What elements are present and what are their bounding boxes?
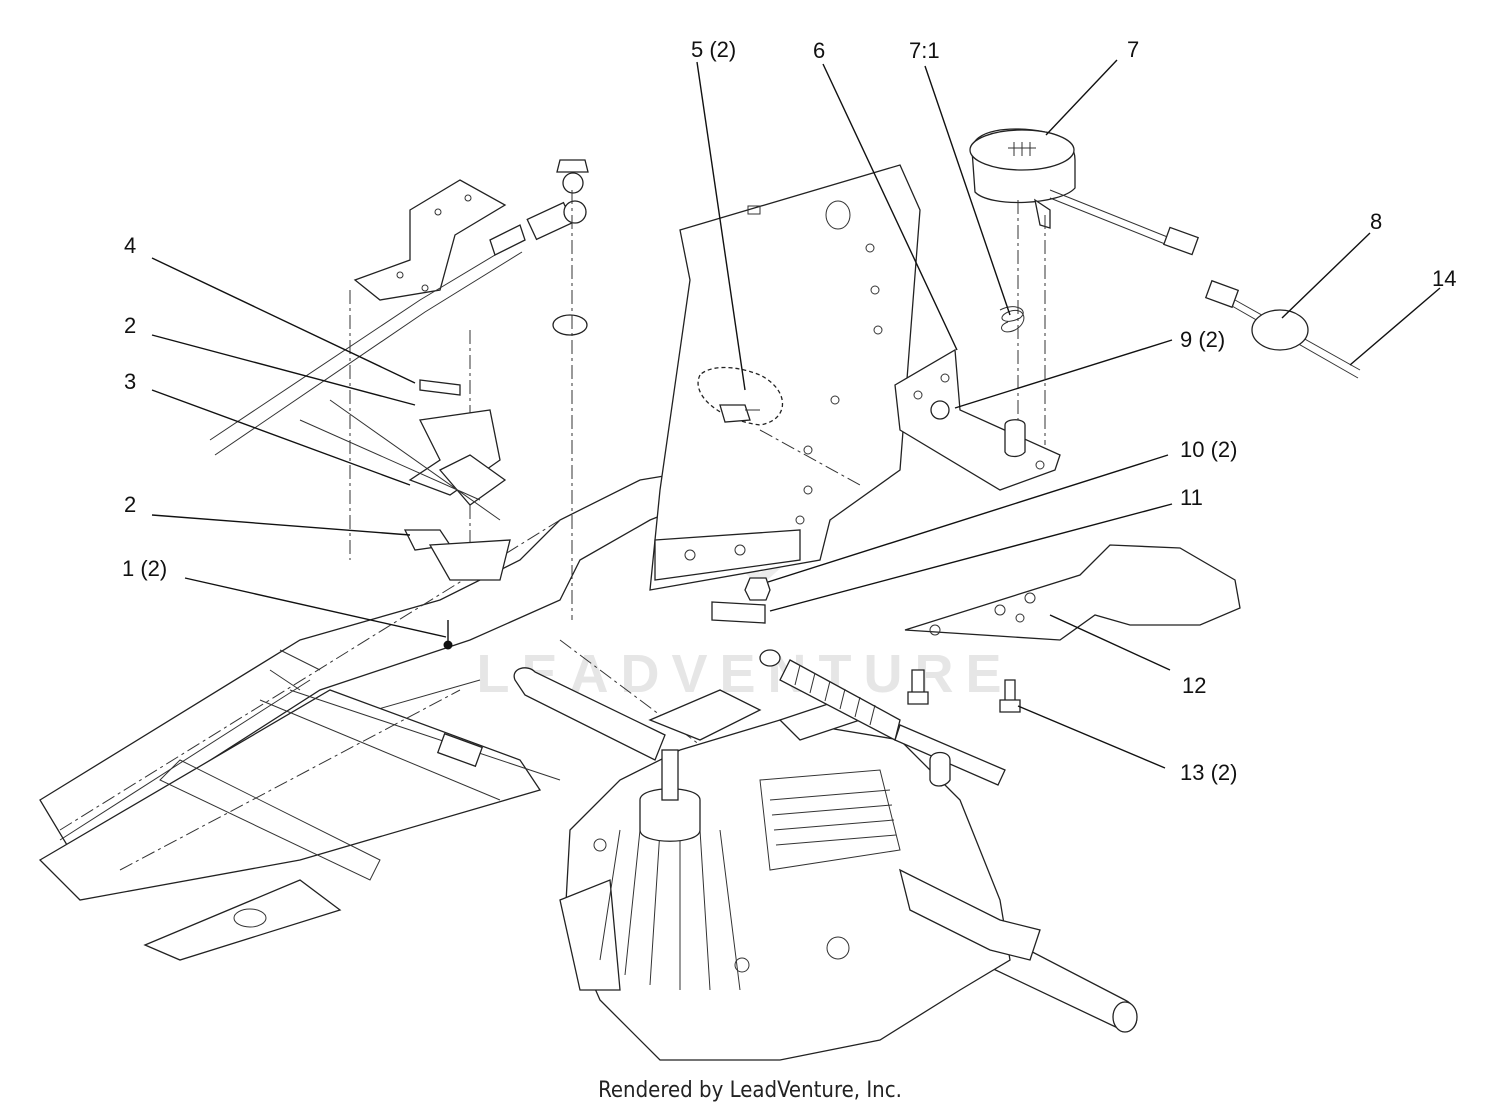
seat-switch-assembly: [969, 128, 1361, 458]
leader-11: [769, 503, 1173, 612]
callout-12: 12: [1182, 673, 1206, 698]
leader-4: [151, 257, 416, 384]
leader-10: [767, 454, 1169, 583]
callout-4: 4: [124, 233, 136, 258]
hardware-group: [711, 544, 1241, 713]
leader-7: [1045, 59, 1118, 136]
callout-2a: 2: [124, 313, 136, 338]
footer-credit: Rendered by LeadVenture, Inc.: [598, 1078, 902, 1103]
callout-11: 11: [1180, 485, 1203, 510]
leader-3: [151, 389, 411, 486]
frame-assembly: [38, 159, 721, 961]
leader-2b: [151, 514, 411, 536]
transaxle: [513, 649, 1138, 1061]
callout-3: 3: [124, 369, 136, 394]
leader-12: [1049, 614, 1171, 671]
leader-5: [696, 61, 746, 391]
callout-8: 8: [1370, 209, 1382, 234]
callout-7: 7: [1127, 37, 1139, 62]
leader-6: [822, 63, 958, 351]
leader-9: [954, 339, 1173, 409]
leader-2a: [151, 334, 416, 406]
callout-5: 5 (2): [691, 37, 736, 62]
callout-14: 14: [1432, 266, 1456, 291]
leader-lines: [151, 59, 1441, 769]
callout-71: 7:1: [909, 38, 940, 63]
callout-9: 9 (2): [1180, 327, 1225, 352]
callout-2b: 2: [124, 492, 136, 517]
leader-13: [1017, 705, 1166, 769]
callout-10: 10 (2): [1180, 437, 1237, 462]
leader-8: [1281, 232, 1371, 319]
callout-6: 6: [813, 38, 825, 63]
callout-labels: 1 (2) 2 2 3 4 5 (2) 6 7 7:1 8 9 (2) 10 (…: [122, 37, 1456, 785]
leader-1: [184, 577, 447, 638]
leader-14: [1349, 287, 1441, 366]
seat-plate: [649, 164, 1061, 591]
leader-71: [924, 65, 1011, 316]
callout-1: 1 (2): [122, 556, 167, 581]
callout-13: 13 (2): [1180, 760, 1237, 785]
